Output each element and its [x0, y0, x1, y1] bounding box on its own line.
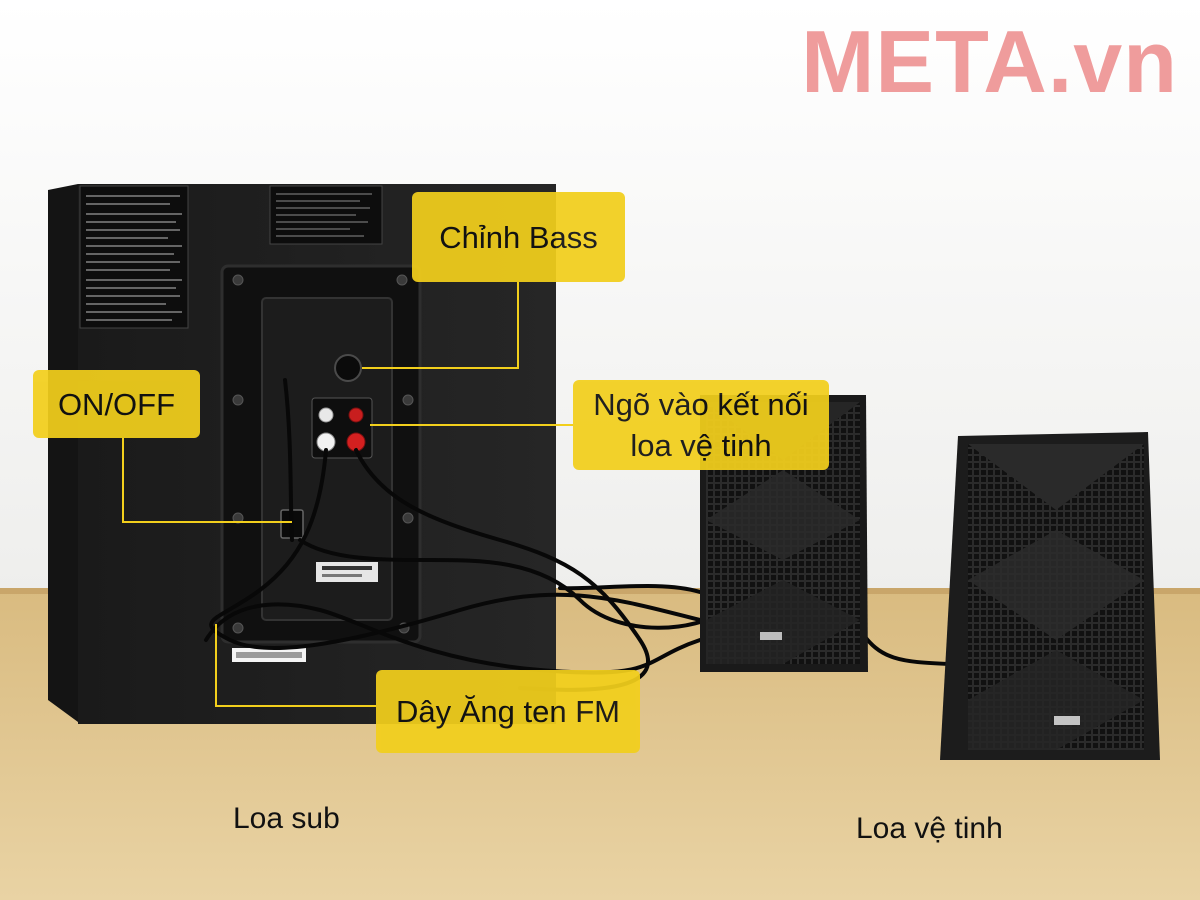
callout-onoff: ON/OFF	[33, 370, 200, 438]
callout-bass: Chỉnh Bass	[412, 192, 625, 282]
rca-jack-red-top	[348, 407, 364, 423]
info-sticker	[79, 185, 189, 329]
callout-audio-input: Ngõ vào kết nối loa vệ tinh	[573, 380, 829, 470]
caption-subwoofer: Loa sub	[233, 802, 340, 835]
callout-fm-antenna: Dây Ăng ten FM	[376, 670, 640, 753]
rca-jack-white-top	[318, 407, 334, 423]
satellite-speaker-front	[940, 432, 1160, 760]
caution-label	[316, 562, 378, 582]
bass-knob	[334, 354, 362, 382]
callout-leaders	[122, 282, 573, 707]
caption-satellites: Loa vệ tinh	[856, 812, 1003, 845]
watermark-logo: META.vn	[801, 12, 1178, 111]
